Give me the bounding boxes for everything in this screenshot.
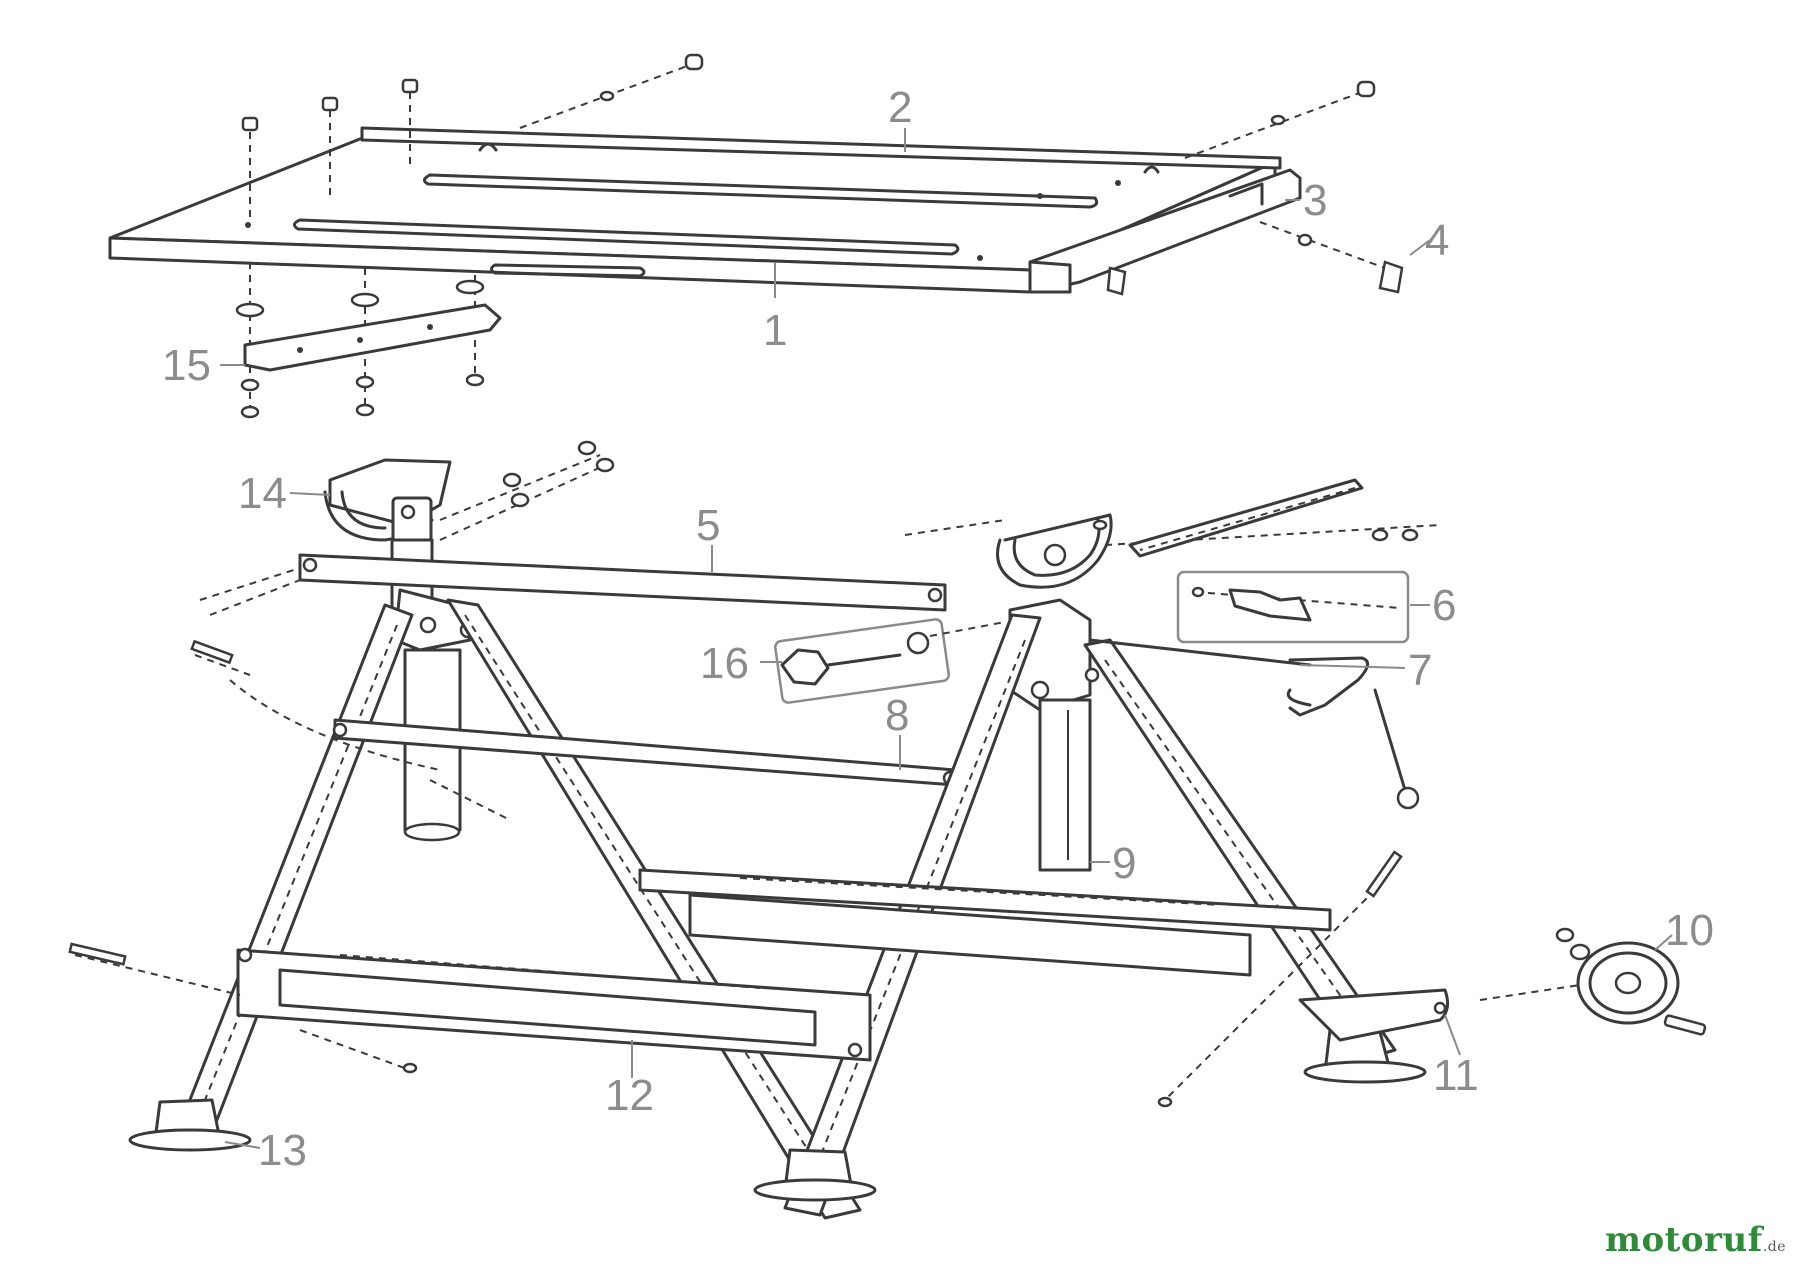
rear-rail xyxy=(360,126,1282,174)
callout-labels: 2 3 4 1 15 14 5 6 16 7 8 9 10 11 12 13 xyxy=(162,83,1714,1175)
callout-6: 6 xyxy=(1432,581,1456,630)
frame-bolts xyxy=(68,639,1403,1108)
right-saddle-head xyxy=(904,478,1441,589)
hook-rod xyxy=(1088,638,1420,810)
callout-11: 11 xyxy=(1433,1051,1479,1100)
watermark-tld: .de xyxy=(1762,1239,1786,1255)
side-knob xyxy=(1106,221,1404,296)
callout-15: 15 xyxy=(162,341,211,390)
support-bracket xyxy=(235,279,502,419)
watermark-logo: motoruf.de xyxy=(1605,1220,1786,1260)
callout-16: 16 xyxy=(700,639,749,688)
callout-7: 7 xyxy=(1408,646,1432,695)
rear-knobs xyxy=(519,53,1376,159)
callout-8: 8 xyxy=(885,691,909,740)
wheel-assembly xyxy=(1298,927,1707,1042)
leader-lines xyxy=(220,128,1673,1149)
callout-3: 3 xyxy=(1303,176,1327,225)
callout-2: 2 xyxy=(888,83,912,132)
callout-12: 12 xyxy=(605,1071,654,1120)
rear-crossbar xyxy=(638,868,1332,977)
top-crossbar xyxy=(199,553,947,616)
lower-crossbar xyxy=(236,947,872,1062)
release-handle xyxy=(1176,570,1410,644)
adjust-knob xyxy=(774,618,1006,704)
callout-5: 5 xyxy=(696,501,720,550)
callout-10: 10 xyxy=(1665,906,1714,955)
callout-1: 1 xyxy=(763,306,787,355)
callout-9: 9 xyxy=(1112,839,1136,888)
left-saddle-head xyxy=(323,440,615,562)
watermark-text: motoruf xyxy=(1605,1220,1763,1260)
side-clamp-rail xyxy=(1028,168,1302,294)
callout-14: 14 xyxy=(238,469,287,518)
callout-13: 13 xyxy=(258,1126,307,1175)
right-a-frame xyxy=(753,598,1427,1217)
callout-4: 4 xyxy=(1425,216,1449,265)
